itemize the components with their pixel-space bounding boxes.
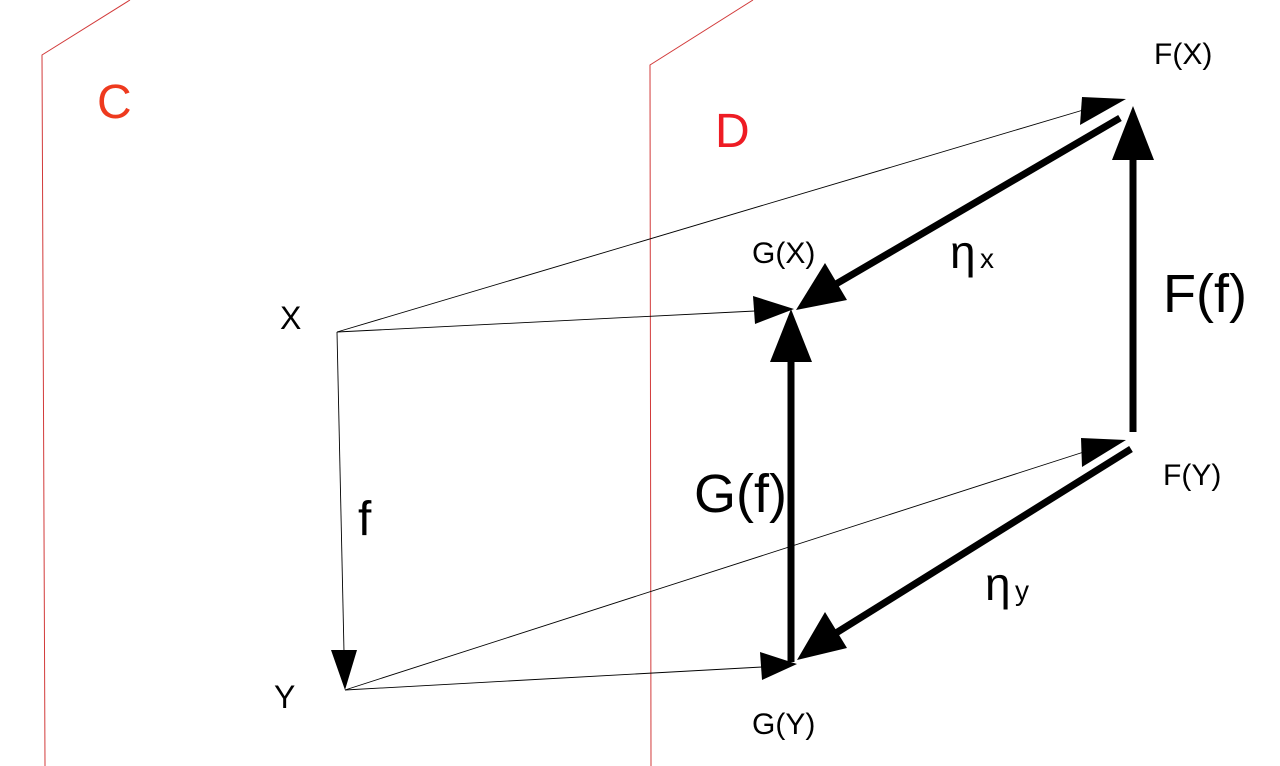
morphism-f-arrowhead [331, 650, 357, 690]
eta-y-arrow [797, 446, 1133, 660]
object-y-label: Y [274, 679, 295, 715]
eta-y-arrowhead [797, 612, 847, 660]
functor-g-of-f-arrowhead [770, 309, 812, 362]
functor-f-of-f-label: F(f) [1163, 264, 1247, 324]
eta-y-shaft [834, 446, 1133, 636]
category-d-plane [649, 0, 754, 766]
mapping-x-to-gx-arrowhead [753, 296, 794, 324]
functor-f-of-f-arrowhead [1112, 106, 1154, 160]
category-d-boundary [649, 0, 754, 766]
object-fy-label: F(Y) [1163, 459, 1221, 492]
morphism-f-shaft [336, 331, 345, 653]
eta-x-symbol: η [950, 226, 976, 278]
object-gx-label: G(X) [752, 237, 815, 270]
mapping-x-to-gx [336, 310, 756, 333]
eta-x-shaft [834, 114, 1122, 288]
object-gy-label: G(Y) [752, 708, 815, 741]
functor-f-of-f-arrow [1112, 106, 1154, 432]
mapping-x-to-fx [336, 107, 1091, 333]
object-fx-label: F(X) [1154, 38, 1212, 71]
functor-g-of-f-label: G(f) [694, 464, 787, 524]
functor-g-of-f-arrow [770, 309, 812, 662]
mapping-y-to-fy-arrowhead [1081, 438, 1126, 467]
morphism-f-arrow [331, 331, 357, 690]
category-c-plane [41, 0, 131, 766]
eta-y-label: η y [985, 558, 1029, 610]
category-d-label: D [715, 105, 750, 158]
eta-x-label: η x [950, 226, 994, 278]
eta-x-arrowhead [796, 263, 847, 310]
object-x-label: X [280, 300, 301, 336]
eta-y-subscript: y [1015, 575, 1029, 606]
mapping-y-to-fy [344, 449, 1091, 691]
eta-x-arrow [796, 114, 1122, 310]
eta-y-symbol: η [985, 558, 1011, 610]
eta-x-subscript: x [980, 243, 994, 274]
mapping-y-to-gy-arrowhead [760, 652, 797, 680]
mapping-y-to-gy [344, 666, 763, 691]
category-c-boundary [41, 0, 131, 766]
morphism-f-label: f [358, 493, 372, 546]
mapping-x-to-fx-arrowhead [1080, 97, 1126, 125]
category-c-label: C [97, 76, 132, 129]
functor-mapping-lines [336, 97, 1126, 691]
